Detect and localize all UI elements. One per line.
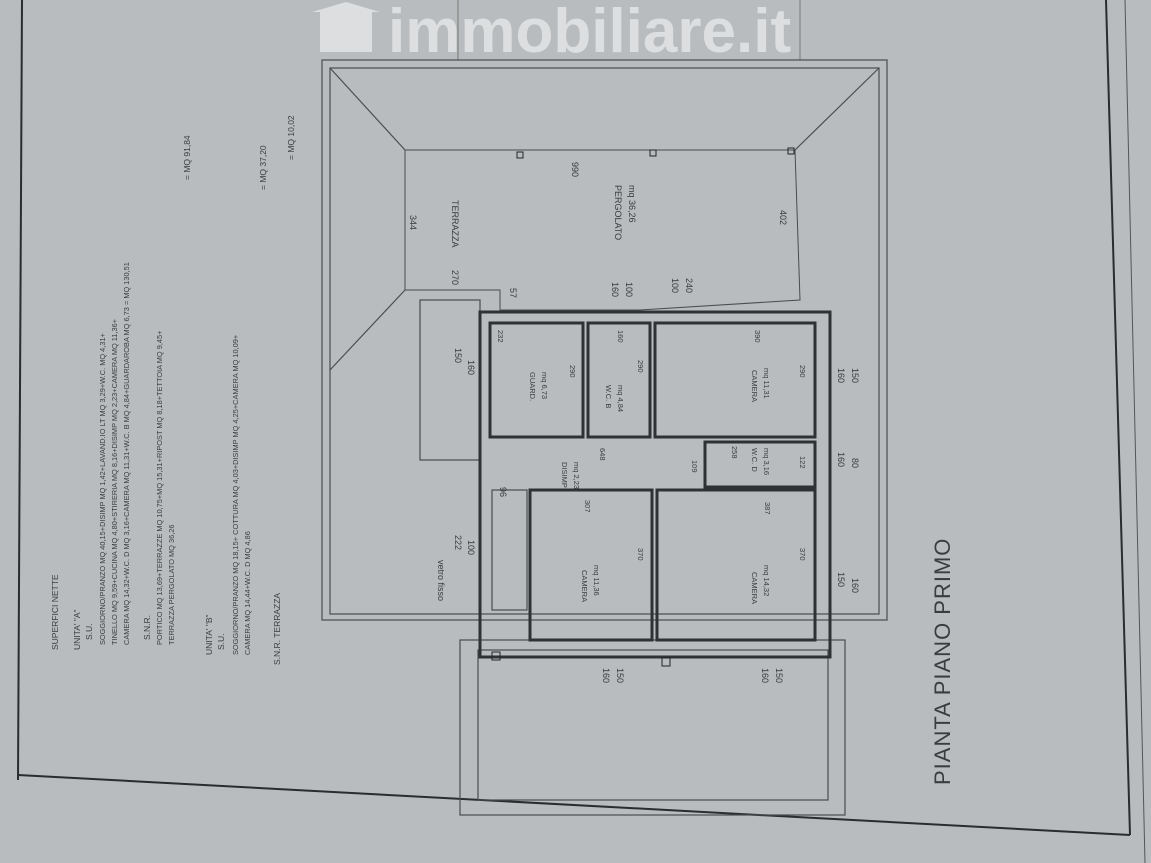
room-area: mq 2,23 (572, 462, 581, 489)
paper-edge-left (17, 0, 23, 781)
dimension: 150 (453, 348, 463, 363)
surface-legend: SUPERFICI NETTE UNITA' "A" S.U. SOGGIORN… (50, 115, 296, 665)
room-guardaroba (488, 321, 585, 439)
dimension: 402 (778, 210, 788, 225)
staircase-lower (491, 489, 528, 611)
legend-heading: SUPERFICI NETTE (50, 574, 60, 650)
unit-a-snr-total: = MQ 91,84 (182, 135, 192, 180)
unit-b-su: S.U. (216, 633, 226, 650)
dimension: 160 (466, 360, 476, 375)
dimension: 290 (798, 365, 807, 378)
watermark-house-icon (312, 2, 380, 52)
unit-a-su-line: TINELLO MQ 9,59+CUCINA MQ 4,80+STIRERIA … (110, 319, 119, 645)
dimension: 100 (466, 540, 476, 555)
room-name: GUARD. (528, 372, 537, 401)
dimension: 232 (496, 330, 505, 343)
dimension: 150 (850, 368, 860, 383)
room-name: CAMERA (750, 572, 759, 604)
room-name: W.C. D (750, 448, 759, 472)
unit-a-su-line: SOGGIORNO/PRANZO MQ 40,15+DISIMP MQ 1,42… (98, 333, 107, 645)
dimension: 370 (798, 548, 807, 561)
dimension: 100 (624, 282, 634, 297)
room-area: mq 3,16 (762, 448, 771, 475)
room-camera-3 (655, 488, 817, 642)
watermark-text: immobiliare.it (388, 0, 791, 66)
page-title: PIANTA PIANO PRIMO (930, 538, 955, 785)
dimension: 270 (450, 270, 460, 285)
dimension: 160 (836, 368, 846, 383)
unit-b-label: UNITA' "B" (204, 614, 214, 655)
dimension: 96 (498, 487, 508, 497)
paper-edge-bottom (17, 774, 1131, 836)
unit-a-su-line: CAMERA MQ 14,32+W.C. D MQ 3,16+CAMERA MQ… (122, 262, 131, 645)
dimension: 160 (616, 330, 625, 343)
watermark: immobiliare.it (312, 0, 791, 66)
unit-a-snr-line: PORTICO MQ 13,69+TERRAZZE MQ 10,75+MQ 15… (155, 331, 164, 645)
dimension: 160 (610, 282, 620, 297)
room-area: mq 11,36 (592, 565, 601, 596)
room-area: mq 14,32 (762, 565, 771, 596)
dimension: 290 (636, 360, 645, 373)
dimension: 100 (670, 278, 680, 293)
dimension: 370 (636, 548, 645, 561)
dimension: 160 (760, 668, 770, 683)
terrazza-label: TERRAZZA (450, 200, 460, 248)
dimension: 240 (684, 278, 694, 293)
dimension: 122 (798, 456, 807, 469)
dimension: 344 (408, 215, 418, 230)
dimension: 307 (583, 500, 592, 513)
room-name: W.C. B (604, 385, 613, 408)
room-name: CAMERA (750, 370, 759, 402)
dimension: 648 (598, 448, 607, 461)
pergolato-area: mq 36,26 (627, 185, 637, 223)
dimension: 390 (753, 330, 762, 343)
unit-b-su-line: CAMERA MQ 14,44+W.C. D MQ 4,86 (243, 531, 252, 655)
dimension: 222 (453, 535, 463, 550)
room-area: mq 6,73 (540, 372, 549, 399)
unit-b-su-total: = MQ 37,20 (258, 145, 268, 190)
dimension: 150 (774, 668, 784, 683)
dimension: 160 (850, 578, 860, 593)
room-name: DISIMP (560, 462, 569, 488)
room-camera-2 (528, 488, 654, 642)
room-wc-d (703, 440, 817, 489)
room-area: mq 4,84 (616, 385, 625, 412)
dimension: 990 (570, 162, 580, 177)
unit-a-snr-line: TERRAZZA PERGOLATO MQ 36,26 (167, 525, 176, 645)
room-wc-b (586, 321, 652, 439)
dimension: 150 (615, 668, 625, 683)
dimension: 80 (850, 458, 860, 468)
unit-a-label: UNITA' "A" (72, 609, 82, 650)
dimension: 150 (836, 572, 846, 587)
unit-a-su: S.U. (84, 623, 94, 640)
unit-b-snr-total: = MQ 10,02 (286, 115, 296, 160)
paper-edge-line (1124, 0, 1146, 863)
building-walls (478, 310, 832, 659)
room-camera-1 (653, 321, 817, 439)
unit-a-snr: S.N.R. (142, 615, 152, 640)
dimension: 160 (836, 452, 846, 467)
dimension: 57 (508, 288, 518, 298)
unit-b-snr: S.N.R. TERRAZZA (272, 593, 282, 665)
paper-edge-right (1105, 0, 1131, 836)
plan-labels: TERRAZZA 344 270 PERGOLATO mq 36,26 990 … (408, 162, 860, 683)
dimension: 109 (690, 460, 699, 473)
room-area: mq 11,31 (762, 368, 771, 399)
roof-outline (321, 59, 888, 621)
room-name: CAMERA (580, 570, 589, 602)
dimension: 160 (601, 668, 611, 683)
dimension: 387 (763, 502, 772, 515)
unit-b-su-line: SOGGIORNO/PRANZO MQ 18,15+ COTTURA MQ 4,… (231, 335, 240, 655)
dimension: 258 (730, 446, 739, 459)
vetro-fisso-label: vetro fisso (436, 560, 446, 601)
column-markers (491, 147, 795, 667)
pergolato-label: PERGOLATO (613, 185, 623, 240)
dimension: 290 (568, 365, 577, 378)
